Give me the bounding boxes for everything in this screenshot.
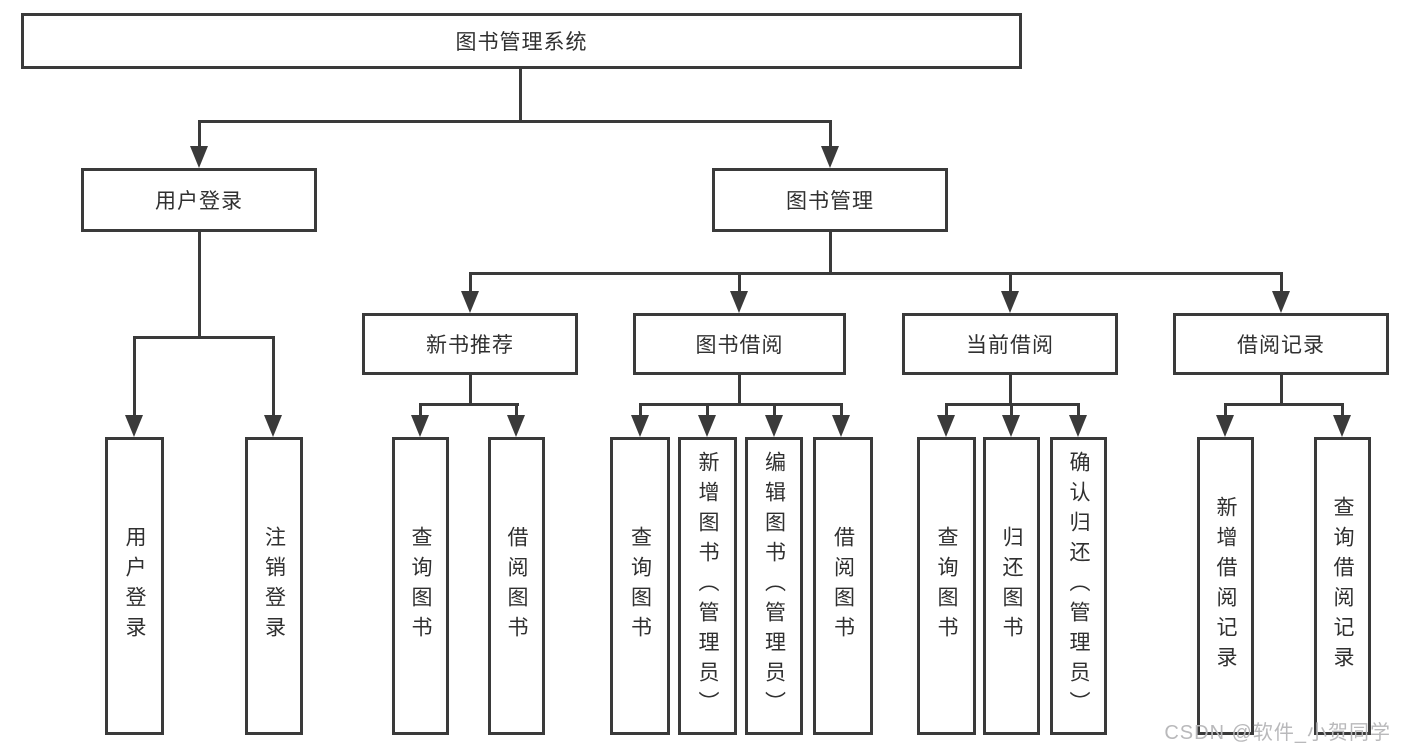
leaf-user-login: 用户登录 bbox=[105, 437, 164, 735]
connector-cb-stem bbox=[1009, 375, 1012, 403]
connector-bb-bar bbox=[639, 403, 843, 406]
connector-cb-query-drop bbox=[945, 403, 948, 417]
arrow-bb-borrow bbox=[832, 415, 850, 437]
connector-book-mgmt-bar bbox=[469, 272, 1283, 275]
arrow-leaf-login bbox=[125, 415, 143, 437]
connector-new-book-drop bbox=[469, 272, 472, 294]
connector-leaf-login-drop bbox=[133, 336, 136, 418]
leaf-cb-confirm-return: 确认归还（管理员） bbox=[1050, 437, 1107, 735]
node-book-borrow: 图书借阅 bbox=[633, 313, 846, 375]
connector-bb-stem bbox=[738, 375, 741, 403]
connector-bb-borrow-drop bbox=[840, 403, 843, 417]
connector-rec-stem bbox=[469, 375, 472, 403]
connector-bb-edit-drop bbox=[773, 403, 776, 417]
leaf-br-query-record: 查询借阅记录 bbox=[1314, 437, 1371, 735]
arrow-rec-borrow bbox=[507, 415, 525, 437]
leaf-bb-add-book: 新增图书（管理员） bbox=[678, 437, 737, 735]
arrow-current-borrow bbox=[1001, 291, 1019, 313]
connector-br-stem bbox=[1280, 375, 1283, 403]
connector-book-mgmt-drop bbox=[829, 120, 832, 150]
arrow-cb-query bbox=[937, 415, 955, 437]
leaf-rec-query-book: 查询图书 bbox=[392, 437, 449, 735]
connector-root-stem bbox=[519, 69, 522, 120]
arrow-leaf-logout bbox=[264, 415, 282, 437]
arrow-borrow-record bbox=[1272, 291, 1290, 313]
leaf-cb-query-book: 查询图书 bbox=[917, 437, 976, 735]
connector-book-borrow-drop bbox=[738, 272, 741, 294]
csdn-watermark: CSDN @软件_小贺同学 bbox=[1164, 722, 1391, 744]
leaf-logout: 注销登录 bbox=[245, 437, 303, 735]
connector-cb-confirm-drop bbox=[1077, 403, 1080, 417]
arrow-user-login bbox=[190, 146, 208, 168]
node-user-login: 用户登录 bbox=[81, 168, 317, 232]
connector-rec-bar bbox=[419, 403, 519, 406]
node-current-borrow: 当前借阅 bbox=[902, 313, 1118, 375]
arrow-bb-query bbox=[631, 415, 649, 437]
node-borrow-record: 借阅记录 bbox=[1173, 313, 1389, 375]
arrow-book-mgmt bbox=[821, 146, 839, 168]
connector-br-bar bbox=[1224, 403, 1344, 406]
connector-rec-borrow-drop bbox=[515, 403, 518, 417]
node-book-management: 图书管理 bbox=[712, 168, 948, 232]
arrow-cb-confirm bbox=[1069, 415, 1087, 437]
connector-rec-query-drop bbox=[419, 403, 422, 417]
connector-cb-return-drop bbox=[1010, 403, 1013, 417]
leaf-br-add-record: 新增借阅记录 bbox=[1197, 437, 1254, 735]
connector-user-login-stem bbox=[198, 232, 201, 336]
leaf-bb-borrow-book: 借阅图书 bbox=[813, 437, 873, 735]
connector-bb-add-drop bbox=[706, 403, 709, 417]
node-new-book-recommend: 新书推荐 bbox=[362, 313, 578, 375]
leaf-bb-edit-book: 编辑图书（管理员） bbox=[745, 437, 803, 735]
connector-user-login-drop bbox=[198, 120, 201, 150]
arrow-br-query bbox=[1333, 415, 1351, 437]
connector-current-borrow-drop bbox=[1009, 272, 1012, 294]
connector-leaf-logout-drop bbox=[272, 336, 275, 418]
arrow-bb-add bbox=[698, 415, 716, 437]
connector-root-bar bbox=[198, 120, 832, 123]
connector-borrow-record-drop bbox=[1280, 272, 1283, 294]
connector-book-mgmt-stem bbox=[829, 232, 832, 272]
connector-br-query-drop bbox=[1341, 403, 1344, 417]
connector-bb-query-drop bbox=[639, 403, 642, 417]
connector-user-login-bar bbox=[133, 336, 275, 339]
leaf-cb-return-book: 归还图书 bbox=[983, 437, 1040, 735]
arrow-br-add bbox=[1216, 415, 1234, 437]
arrow-cb-return bbox=[1002, 415, 1020, 437]
arrow-bb-edit bbox=[765, 415, 783, 437]
connector-br-add-drop bbox=[1224, 403, 1227, 417]
arrow-new-book-rec bbox=[461, 291, 479, 313]
arrow-rec-query bbox=[411, 415, 429, 437]
leaf-bb-query-book: 查询图书 bbox=[610, 437, 670, 735]
leaf-rec-borrow-book: 借阅图书 bbox=[488, 437, 545, 735]
node-root: 图书管理系统 bbox=[21, 13, 1022, 69]
arrow-book-borrow bbox=[730, 291, 748, 313]
